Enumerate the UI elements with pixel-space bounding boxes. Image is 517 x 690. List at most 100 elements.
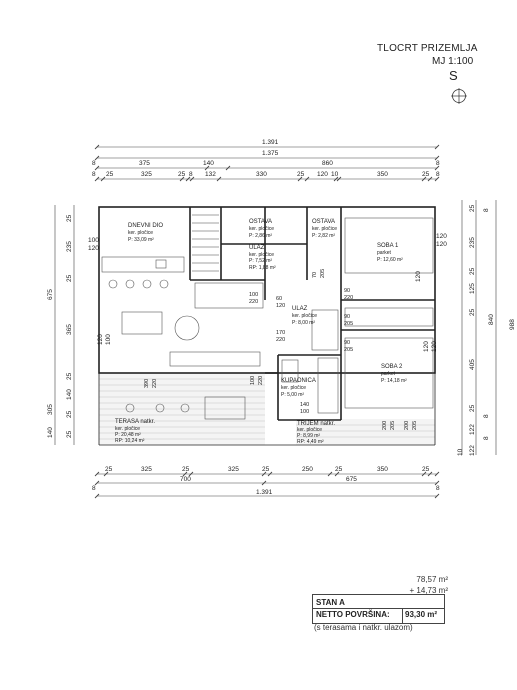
dim-int-3: 220	[344, 295, 353, 301]
svg-text:parket: parket	[381, 371, 396, 377]
dim-bot-r1-2: 25	[182, 466, 190, 473]
dim-top-r4-8: 120	[317, 171, 328, 178]
left-dimension-lines	[54, 205, 75, 445]
dim-int-4: 70	[312, 272, 318, 278]
dim-left-open-2: 100	[105, 334, 112, 345]
net-area-value: 93,30 m²	[405, 610, 438, 619]
dim-right-0: 25	[469, 204, 476, 212]
dim-right-in-4: 120	[423, 341, 430, 352]
svg-text:ULAZ: ULAZ	[292, 306, 308, 312]
dim-bot-r1-0: 25	[105, 466, 113, 473]
dim-bot-r1-7: 350	[377, 466, 388, 473]
dim-bot-r1-5: 250	[302, 466, 313, 473]
svg-text:KUPAONICA: KUPAONICA	[281, 378, 316, 384]
area-line-1: 78,57 m²	[416, 575, 448, 584]
dim-int-2: 90	[344, 288, 350, 294]
dim-int-19: 205	[390, 421, 396, 430]
dim-left-total: 675	[47, 289, 54, 300]
svg-text:P: 14,18 m²: P: 14,18 m²	[381, 378, 407, 384]
dim-left-open-3: 120	[97, 334, 104, 345]
dim-top-r3-4: 8	[436, 160, 440, 167]
dim-bot-r1-8: 25	[422, 466, 430, 473]
porch-paving	[296, 419, 435, 445]
svg-text:P: 2,86 m²: P: 2,86 m²	[249, 233, 272, 239]
svg-text:P: 5,00 m²: P: 5,00 m²	[281, 392, 304, 398]
dim-left-9: 25	[66, 430, 73, 438]
room-kupaonica: KUPAONICA ker. pločice P: 5,00 m²	[281, 378, 316, 398]
dim-int-1: 220	[249, 299, 258, 305]
dim-top-r4-7: 25	[297, 171, 305, 178]
drawing-title: TLOCRT PRIZEMLJA	[377, 43, 478, 54]
svg-text:TERASA natkr.: TERASA natkr.	[115, 419, 155, 425]
dim-left-2: 25	[66, 274, 73, 282]
dim-right-3: 25	[469, 267, 476, 275]
dim-int-15: 220	[258, 376, 264, 385]
dim-int-7: 205	[344, 321, 353, 327]
svg-text:ker. pločice: ker. pločice	[312, 226, 337, 232]
dim-right-6: 405	[469, 359, 476, 370]
dim-bot-r1-1: 325	[141, 466, 152, 473]
dim-right-7: 25	[469, 404, 476, 412]
box-separator	[402, 608, 403, 623]
dim-int-13: 220	[276, 337, 285, 343]
apartment-label: STAN A	[316, 598, 345, 607]
svg-text:OSTAVA: OSTAVA	[249, 219, 272, 225]
dim-right-total-2: 988	[509, 319, 516, 330]
walls	[98, 206, 436, 446]
dim-bot-r1-3: 325	[228, 466, 239, 473]
dim-int-16: 140	[300, 402, 309, 408]
svg-text:P: 20,48 m²: P: 20,48 m²	[115, 432, 141, 438]
dim-int-22: 390	[144, 379, 150, 388]
dim-right-11: 122	[469, 445, 476, 456]
dim-left-8: 140	[47, 427, 54, 438]
dim-bot-r2-2: 675	[346, 476, 357, 483]
dim-right-5: 25	[469, 308, 476, 316]
dim-top-r4-4: 8	[189, 171, 193, 178]
dim-int-21: 205	[412, 421, 418, 430]
dim-int-9: 205	[344, 347, 353, 353]
dim-right-4: 125	[469, 283, 476, 294]
dim-top-r4-1: 25	[106, 171, 114, 178]
bottom-dimension-lines	[94, 471, 440, 499]
dim-right-8: 8	[483, 414, 490, 418]
dim-bot-r1-6: 25	[335, 466, 343, 473]
dim-top-r3-1: 375	[139, 160, 150, 167]
top-dimension-lines	[94, 144, 440, 182]
drawing-scale: MJ 1:100	[432, 56, 474, 67]
svg-text:RP: 4,49 m²: RP: 4,49 m²	[297, 439, 324, 445]
svg-text:TRIJEM natkr.: TRIJEM natkr.	[297, 421, 335, 427]
dim-left-7: 305	[47, 404, 54, 415]
dim-int-11: 120	[276, 303, 285, 309]
dim-left-6: 25	[66, 410, 73, 418]
svg-text:SOBA 1: SOBA 1	[377, 243, 399, 249]
dim-bot-r2-3: 8	[436, 485, 440, 492]
svg-text:ker. pločice: ker. pločice	[115, 426, 140, 432]
dim-top-r4-11: 25	[422, 171, 430, 178]
svg-text:P: 33,09 m²: P: 33,09 m²	[128, 237, 154, 243]
dim-left-open-0: 100	[88, 237, 99, 244]
furniture	[101, 217, 434, 420]
area-note: (s terasama i natkr. ulazom)	[314, 623, 413, 632]
svg-text:ker. pločice: ker. pločice	[249, 226, 274, 232]
dim-int-20: 200	[404, 421, 410, 430]
svg-text:DNEVNI DIO: DNEVNI DIO	[128, 223, 163, 229]
room-ulaz-2: ULAZ ker. pločice P: 8,00 m²	[292, 306, 317, 326]
svg-text:P: 8,00 m²: P: 8,00 m²	[292, 320, 315, 326]
dim-right-2: 235	[469, 237, 476, 248]
room-ostava-2: OSTAVA ker. pločice P: 2,82 m²	[312, 219, 337, 239]
dim-bot-r2-0: 8	[92, 485, 96, 492]
dim-right-in-1: 120	[436, 241, 447, 248]
svg-text:ker. pločice: ker. pločice	[281, 385, 306, 391]
dim-int-12: 170	[276, 330, 285, 336]
staircase	[192, 214, 219, 272]
dim-top-total-2: 1.375	[262, 150, 279, 157]
dim-int-0: 100	[249, 292, 258, 298]
area-line-2: + 14,73 m²	[409, 586, 448, 595]
svg-text:ker. pločice: ker. pločice	[292, 313, 317, 319]
dim-bottom-total: 1.391	[256, 489, 273, 496]
dim-int-10: 60	[276, 296, 282, 302]
dim-left-0: 25	[66, 214, 73, 222]
svg-text:P: 12,60 m²: P: 12,60 m²	[377, 257, 403, 263]
svg-text:ULAZ: ULAZ	[249, 245, 265, 251]
